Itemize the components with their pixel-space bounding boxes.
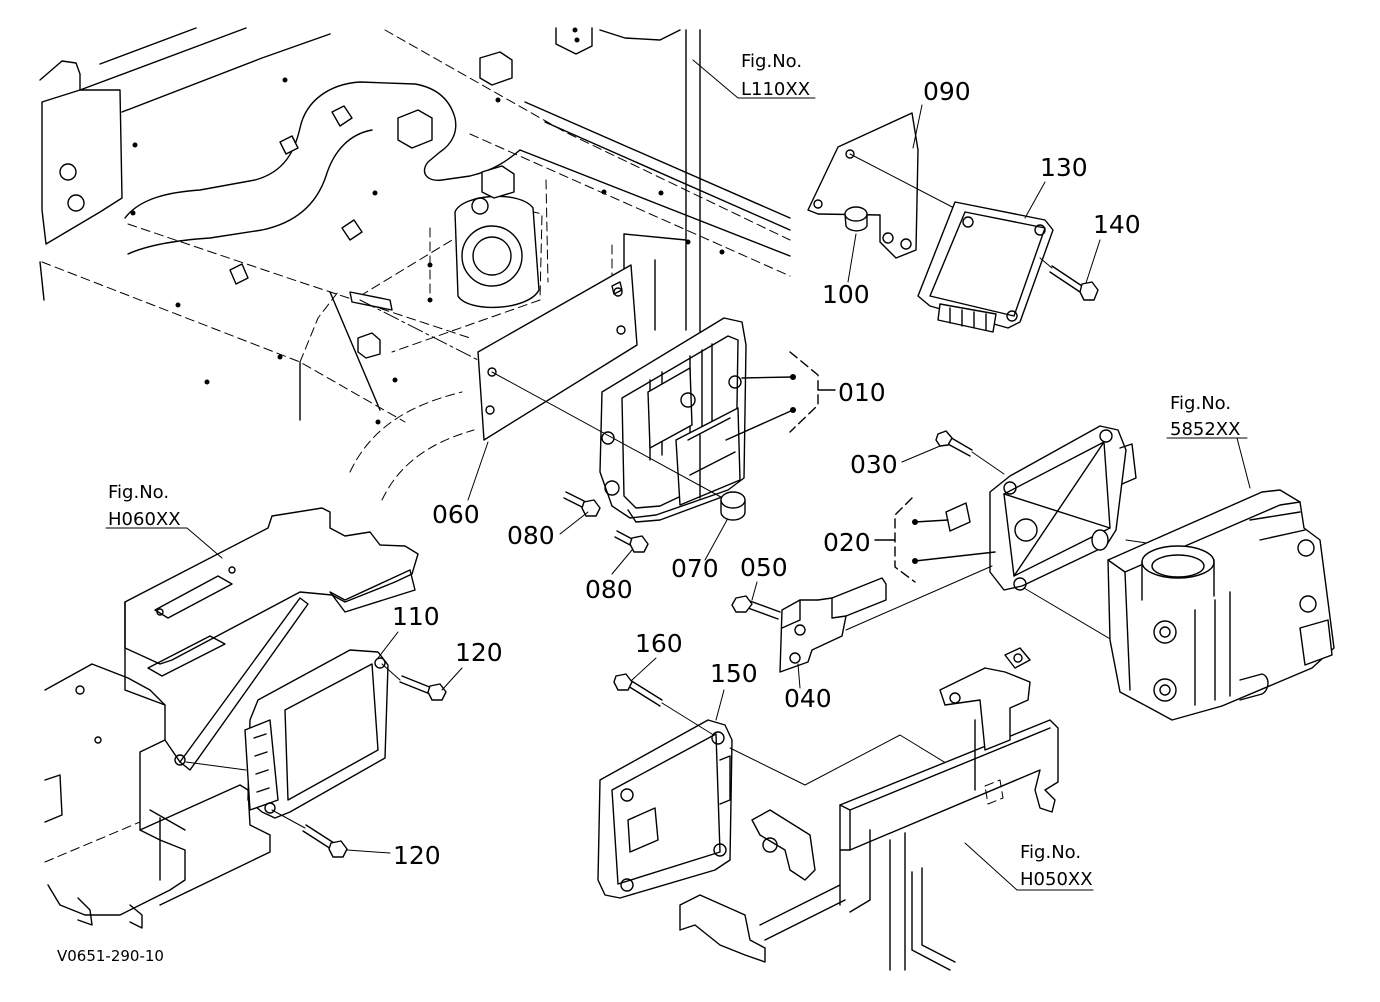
callout-080-upper: 080 bbox=[507, 521, 555, 550]
figure-ref-leader-lines bbox=[105, 59, 1251, 891]
motor-unit-5852xx bbox=[1107, 489, 1335, 721]
center-line-bracket-to-unit bbox=[849, 153, 959, 211]
bolt-050 bbox=[731, 595, 781, 620]
figure-ref-prefix: Fig.No. bbox=[1170, 393, 1231, 414]
figure-ref-h060xx: Fig.No. H060XX bbox=[108, 482, 181, 530]
knob-100 bbox=[844, 206, 868, 232]
left-frame-h060xx bbox=[44, 507, 419, 929]
callout-060: 060 bbox=[432, 500, 480, 529]
control-unit-130 bbox=[917, 201, 1054, 333]
bracket-040 bbox=[779, 577, 887, 673]
callout-030: 030 bbox=[850, 450, 898, 479]
figure-ref-prefix: Fig.No. bbox=[1020, 842, 1081, 863]
callout-080-lower: 080 bbox=[585, 575, 633, 604]
callout-group-010 bbox=[725, 351, 836, 441]
callout-040: 040 bbox=[784, 684, 832, 713]
callout-120-upper: 120 bbox=[455, 638, 503, 667]
figure-ref-prefix: Fig.No. bbox=[741, 51, 802, 72]
callout-010: 010 bbox=[838, 378, 886, 407]
upper-chassis-frame bbox=[39, 27, 791, 421]
lower-frame-hidden-box bbox=[984, 779, 1004, 805]
callout-group-020 bbox=[874, 497, 996, 583]
figure-ref-prefix: Fig.No. bbox=[108, 482, 169, 503]
bolt-030 bbox=[935, 430, 973, 457]
bolt-120-upper bbox=[399, 675, 447, 701]
figure-ref-code: H050XX bbox=[1020, 869, 1093, 890]
callout-150: 150 bbox=[710, 659, 758, 688]
bolt-160 bbox=[613, 673, 663, 707]
callout-050: 050 bbox=[740, 553, 788, 582]
bolt-080-lower bbox=[614, 530, 649, 553]
callout-160: 160 bbox=[635, 629, 683, 658]
controller-unit-020 bbox=[989, 425, 1137, 591]
chassis-holes bbox=[130, 27, 725, 425]
figure-ref-code: L110XX bbox=[741, 79, 810, 100]
callout-dots-020 bbox=[912, 519, 918, 564]
bolt-120-lower bbox=[302, 824, 348, 858]
center-lines-unit-110 bbox=[185, 663, 401, 829]
callout-140: 140 bbox=[1093, 210, 1141, 239]
callout-130: 130 bbox=[1040, 153, 1088, 182]
callout-labels: 090 130 140 100 010 030 060 080 020 050 … bbox=[392, 77, 1141, 870]
center-line-bolt-140 bbox=[1039, 257, 1053, 269]
nut-070 bbox=[720, 491, 746, 521]
callout-090: 090 bbox=[923, 77, 971, 106]
spacer-plate bbox=[945, 502, 971, 532]
figure-ref-h050xx: Fig.No. H050XX bbox=[1020, 842, 1093, 890]
lower-frame-h050xx bbox=[679, 647, 1059, 971]
figure-ref-code: H060XX bbox=[108, 509, 181, 530]
drawing-code: V0651-290-10 bbox=[57, 947, 164, 965]
callout-020: 020 bbox=[823, 528, 871, 557]
callout-120-lower: 120 bbox=[393, 841, 441, 870]
callout-070: 070 bbox=[671, 554, 719, 583]
chassis-mounting-tabs bbox=[229, 51, 515, 359]
callout-110: 110 bbox=[392, 602, 440, 631]
left-frame-hidden-line bbox=[44, 821, 141, 863]
control-unit-110 bbox=[244, 649, 389, 819]
center-line-bolt-030 bbox=[971, 451, 1005, 475]
figure-ref-5852xx: Fig.No. 5852XX bbox=[1170, 393, 1240, 440]
bolt-140 bbox=[1049, 265, 1099, 301]
center-line-bracket-040 bbox=[845, 565, 993, 631]
bolt-080-upper bbox=[563, 491, 601, 517]
mounting-plate-060 bbox=[477, 264, 638, 441]
figure-ref-l110xx: Fig.No. L110XX bbox=[741, 51, 810, 100]
control-unit-150 bbox=[597, 719, 733, 899]
callout-dots-010 bbox=[790, 374, 796, 413]
callout-100: 100 bbox=[822, 280, 870, 309]
callout-leader-lines bbox=[346, 104, 1101, 854]
figure-ref-code: 5852XX bbox=[1170, 419, 1240, 440]
center-line-plate-to-nut bbox=[491, 371, 731, 503]
center-line-chassis-to-plate bbox=[359, 299, 479, 361]
